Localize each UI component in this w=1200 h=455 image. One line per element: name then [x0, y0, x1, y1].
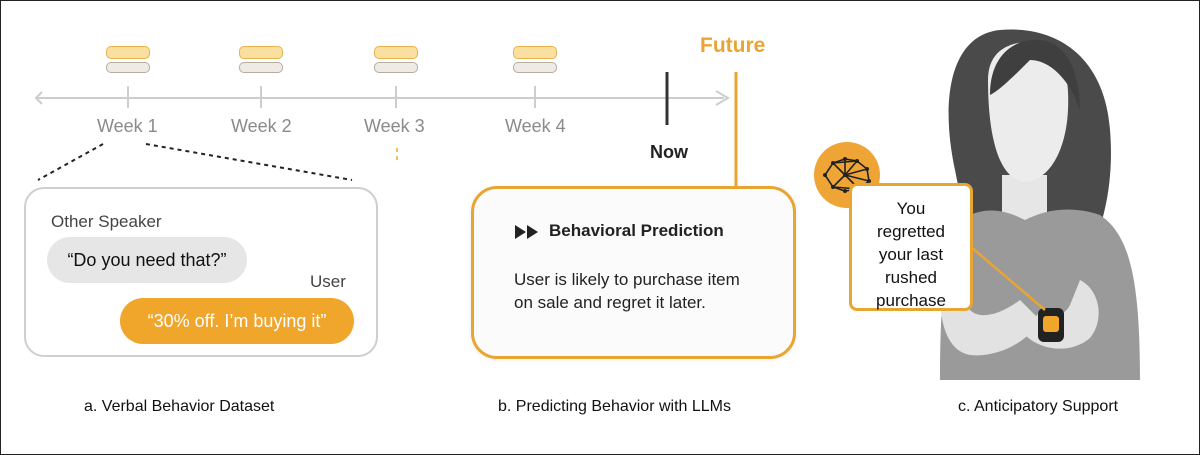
week-1-label: Week 1	[97, 116, 158, 136]
week-2-label: Week 2	[231, 116, 292, 136]
caption-c: c. Anticipatory Support	[958, 398, 1119, 415]
smartwatch-screen	[1043, 316, 1059, 332]
timeline-right-arrow	[715, 90, 730, 106]
other-speaker-bubble: “Do you need that?”	[47, 237, 247, 283]
week-4-message-stack-top	[513, 46, 557, 59]
caption-a: a. Verbal Behavior Dataset	[84, 398, 275, 415]
week-2-message-stack-top	[239, 46, 283, 59]
neck-shape	[1002, 175, 1047, 220]
zoom-line-right	[145, 143, 353, 181]
message-line-2: regretted	[876, 222, 946, 241]
behavioral-prediction-card	[471, 186, 796, 359]
user-bubble: “30% off. I’m buying it”	[120, 298, 354, 344]
arm-left-shape	[940, 260, 1040, 356]
week-4-label: Week 4	[505, 116, 566, 136]
prediction-title: Behavioral Prediction	[549, 221, 724, 240]
person-illustration	[940, 29, 1140, 380]
message-line-4: rushed	[885, 268, 937, 287]
week-3-label: Week 3	[364, 116, 425, 136]
prediction-body-line2: on sale and regret it later.	[514, 293, 706, 312]
timeline-left-arrow	[34, 91, 43, 105]
message-line-1: You	[896, 199, 926, 218]
fringe-shape	[990, 39, 1080, 111]
week-1-message-stack-bottom	[106, 62, 150, 73]
week-1-message-stack-top	[106, 46, 150, 59]
anticipatory-message-card: You regretted your last rushed purchase	[849, 183, 973, 311]
week-3-message-stack-top	[374, 46, 418, 59]
message-line-5: purchase	[876, 291, 946, 310]
prediction-body-line1: User is likely to purchase item	[514, 270, 740, 289]
other-speaker-label: Other Speaker	[51, 212, 162, 231]
fast-forward-icon	[515, 225, 538, 239]
week-2-message-stack-bottom	[239, 62, 283, 73]
message-line-3: your last	[878, 245, 944, 264]
user-label: User	[310, 272, 346, 291]
future-label: Future	[700, 34, 766, 57]
watch-connector-line	[970, 246, 1046, 311]
now-label: Now	[650, 142, 688, 162]
week-3-message-stack-bottom	[374, 62, 418, 73]
week-4-message-stack-bottom	[513, 62, 557, 73]
caption-b: b. Predicting Behavior with LLMs	[498, 398, 731, 415]
